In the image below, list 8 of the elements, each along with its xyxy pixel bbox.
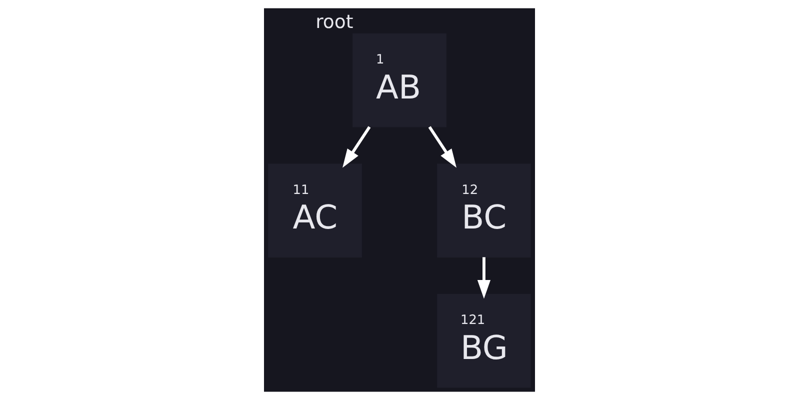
arrow [342,126,370,168]
arrow [428,126,456,168]
node-box: 121 BG [436,294,530,388]
node-label: root [315,12,353,33]
node-box: 1 AB [352,33,446,128]
node-box: 12 BC [436,164,530,258]
arrow [476,257,490,299]
node-box: 11 AC [268,164,362,258]
